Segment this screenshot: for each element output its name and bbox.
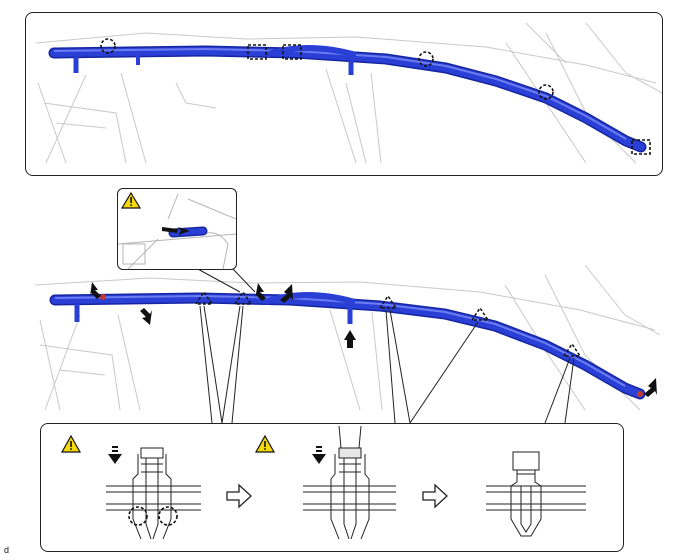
connector-detail-illustration [118,191,236,269]
warning-icon-callout [120,191,142,209]
push-arrow-2 [140,308,152,325]
clip-location-markers [100,38,554,100]
bolt-location-markers [247,44,651,155]
step-1 [60,434,201,540]
curtain-airbag-harness-lower [49,292,646,400]
push-arrow-3 [255,283,266,301]
push-arrow-6 [644,378,657,397]
vehicle-body-sketch [35,22,662,164]
push-arrow-1 [90,282,101,299]
push-direction-arrow-step-2 [312,446,326,464]
callout-leader [195,267,256,293]
process-arrow-1 [226,483,252,509]
connector-push-arrow [178,227,190,235]
warning-icon-step-1 [60,434,82,453]
push-arrow-4 [280,284,293,303]
push-arrows [90,282,657,397]
clip-steps-illustration [60,425,586,540]
process-arrow-2 [422,483,448,509]
push-direction-arrow-step-1 [108,446,122,464]
overview-panel [25,12,663,176]
detail-leader-lines [199,305,575,424]
push-arrow-5 [344,330,356,348]
overview-illustration [35,22,662,164]
figure-label: d [4,545,10,555]
step-3 [486,451,586,537]
connector-detail-callout [117,188,237,270]
warning-icon-step-2 [254,434,276,453]
curtain-airbag-harness [48,45,647,153]
clip-triangle-markers [194,290,582,357]
step-2 [254,425,396,540]
clip-installation-steps-panel [40,423,624,552]
vehicle-body-sketch-lower [34,264,661,411]
